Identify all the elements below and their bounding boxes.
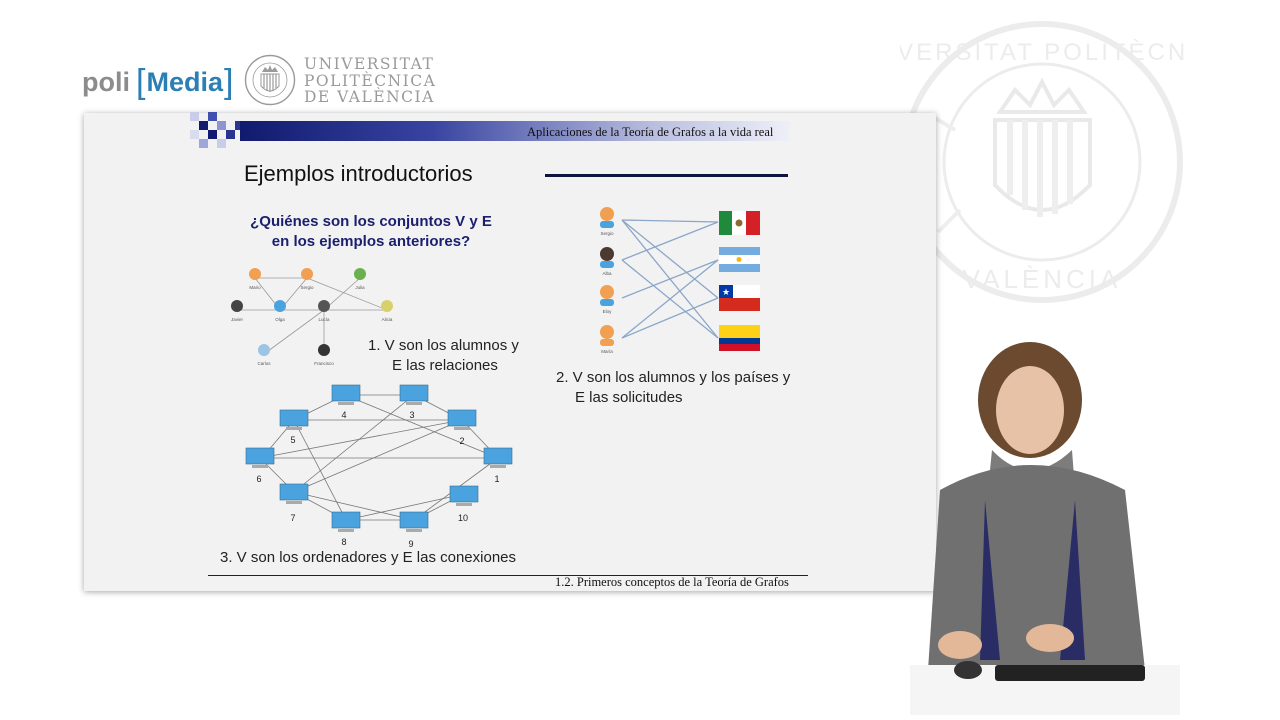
person-icon bbox=[249, 268, 261, 280]
svg-text:★: ★ bbox=[722, 287, 730, 297]
node-label: Mario bbox=[249, 285, 261, 290]
node-label: Carlos bbox=[257, 361, 271, 366]
person-icon bbox=[600, 325, 614, 339]
logo-text-poli: poli bbox=[82, 66, 130, 97]
university-name: UNIVERSITAT POLITÈCNICA DE VALÈNCIA bbox=[304, 56, 436, 106]
computer-network-graph: 1 2 3 4 5 6 7 8 9 10 bbox=[245, 384, 513, 549]
logo-bracket-open: [ bbox=[136, 63, 146, 101]
slide bbox=[84, 113, 936, 591]
node-label: Francisco bbox=[314, 361, 334, 366]
example-1-line: 1. V son los alumnos y bbox=[368, 337, 519, 354]
node-label: Alicia bbox=[382, 317, 393, 322]
title-underline bbox=[545, 174, 788, 177]
slide-header-band bbox=[240, 121, 790, 141]
argentina-flag-icon bbox=[719, 247, 760, 272]
university-name-line: DE VALÈNCIA bbox=[304, 88, 435, 106]
computer-label: 5 bbox=[290, 435, 295, 445]
example-2-line: E las solicitudes bbox=[575, 388, 683, 406]
polimedia-logo: poli [ Media ] bbox=[82, 62, 234, 102]
students-graph: Mario Sergio Julia Javier Olga Lucía Ali… bbox=[231, 268, 393, 366]
example-2-line: 2. V son los alumnos y los países y bbox=[556, 369, 791, 386]
student-label: Eloy bbox=[603, 309, 613, 314]
person-icon bbox=[318, 344, 330, 356]
mexico-flag-icon bbox=[719, 211, 760, 235]
computer-label: 7 bbox=[290, 513, 295, 523]
watermark-seal: UNIVERSITAT POLITÈCNICA VALÈNCIA bbox=[900, 21, 1185, 303]
question-line: ¿Quiénes son los conjuntos V y E bbox=[250, 213, 492, 230]
mouse-icon bbox=[954, 661, 982, 679]
computer-icon bbox=[399, 511, 429, 529]
slide-topic: Aplicaciones de la Teoría de Grafos a la… bbox=[527, 125, 774, 139]
node-label: Javier bbox=[231, 317, 244, 322]
node-label: Sergio bbox=[300, 285, 314, 290]
students-countries-graph: Sergio Alba Eloy María ★ bbox=[600, 207, 760, 354]
computer-icon bbox=[331, 511, 361, 529]
computer-label: 3 bbox=[409, 410, 414, 420]
person-icon bbox=[301, 268, 313, 280]
person-icon bbox=[600, 207, 614, 221]
example-3: 3. V son los ordenadores y E las conexio… bbox=[220, 549, 517, 566]
person-icon bbox=[600, 285, 614, 299]
person-icon bbox=[258, 344, 270, 356]
node-label: Julia bbox=[355, 285, 365, 290]
computer-icon bbox=[483, 447, 513, 465]
person-icon bbox=[318, 300, 330, 312]
student-label: María bbox=[601, 349, 613, 354]
computer-label: 4 bbox=[341, 410, 346, 420]
computer-label: 2 bbox=[459, 436, 464, 446]
keyboard-icon bbox=[995, 665, 1145, 681]
person-icon bbox=[231, 300, 243, 312]
university-name-line: UNIVERSITAT bbox=[304, 55, 435, 73]
student-label: Alba bbox=[602, 271, 612, 276]
computer-label: 9 bbox=[408, 539, 413, 549]
person-icon bbox=[274, 300, 286, 312]
node-label: Lucía bbox=[318, 317, 330, 322]
computer-icon bbox=[279, 409, 309, 427]
computer-icon bbox=[279, 483, 309, 501]
example-1: 1. V son los alumnos y E las relaciones bbox=[368, 336, 519, 375]
logo-text-media: Media bbox=[146, 66, 223, 97]
computer-label: 1 bbox=[494, 474, 499, 484]
computer-label: 6 bbox=[256, 474, 261, 484]
computer-icon bbox=[449, 485, 479, 503]
computer-icon bbox=[447, 409, 477, 427]
presenter-figure bbox=[910, 342, 1180, 715]
computer-label: 10 bbox=[458, 513, 468, 523]
person-icon bbox=[381, 300, 393, 312]
logo-bracket-close: ] bbox=[223, 63, 234, 101]
node-label: Olga bbox=[275, 317, 285, 322]
footer-divider bbox=[208, 575, 808, 576]
university-seal-icon bbox=[244, 54, 296, 106]
svg-text:UNIVERSITAT POLITÈCNICA: UNIVERSITAT POLITÈCNICA bbox=[900, 39, 1185, 66]
svg-text:VALÈNCIA: VALÈNCIA bbox=[963, 264, 1122, 294]
student-label: Sergio bbox=[600, 231, 614, 236]
question-line: en los ejemplos anteriores? bbox=[271, 233, 471, 250]
person-icon bbox=[354, 268, 366, 280]
computer-icon bbox=[399, 384, 429, 402]
colombia-flag-icon bbox=[719, 325, 760, 351]
example-2: 2. V son los alumnos y los países y E la… bbox=[556, 368, 790, 407]
chile-flag-icon: ★ bbox=[719, 285, 760, 311]
slide-title: Ejemplos introductorios bbox=[244, 161, 473, 186]
slide-corner-decoration bbox=[190, 112, 242, 148]
computer-icon bbox=[245, 447, 275, 465]
computer-icon bbox=[331, 384, 361, 402]
slide-footer: 1.2. Primeros conceptos de la Teoría de … bbox=[555, 575, 789, 589]
university-name-line: POLITÈCNICA bbox=[304, 71, 437, 90]
example-1-line: E las relaciones bbox=[392, 356, 498, 374]
computer-label: 8 bbox=[341, 537, 346, 547]
question-text: ¿Quiénes son los conjuntos V y E en los … bbox=[232, 212, 510, 252]
person-icon bbox=[600, 247, 614, 261]
